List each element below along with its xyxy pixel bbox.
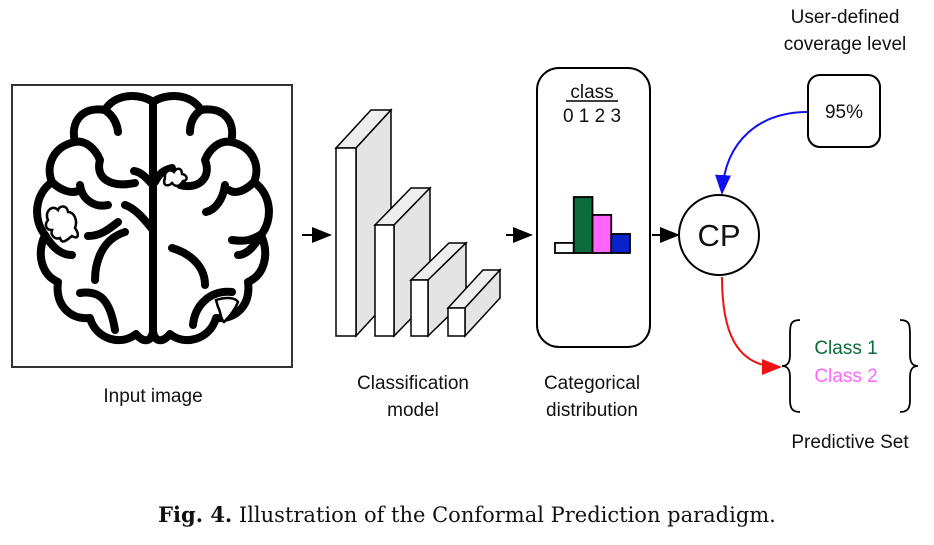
brain-icon: [33, 92, 273, 345]
caption-text: Illustration of the Conformal Prediction…: [232, 503, 776, 527]
distribution-bars: [554, 196, 631, 254]
class-header: class: [570, 82, 613, 103]
input-image: [11, 84, 293, 368]
predictive-set-item-class-2: Class 2: [814, 366, 877, 387]
cp-node: [678, 194, 760, 276]
arrow-coverage-to-cp: [715, 111, 809, 195]
coverage-label-line1: User-defined: [791, 7, 900, 28]
coverage-label-line2: coverage level: [784, 34, 907, 55]
classification-model-layers: [334, 108, 502, 338]
distribution-label-line2: distribution: [546, 400, 638, 421]
cp-label: CP: [697, 218, 740, 253]
coverage-value: 95%: [825, 102, 863, 123]
right-brace: [899, 319, 919, 413]
distribution-label-line1: Categorical: [544, 373, 640, 394]
predictive-set-label: Predictive Set: [791, 432, 909, 453]
figure-caption: Fig. 4. Illustration of the Conformal Pr…: [158, 502, 776, 527]
model-label-line2: model: [387, 400, 439, 421]
arrow-cp-to-predictive-set: [721, 276, 782, 375]
distribution-bar-class-3: [610, 233, 631, 254]
distribution-bar-class-2: [591, 214, 613, 254]
layer-block-4: [446, 268, 502, 338]
layer-block-3: [409, 241, 468, 338]
input-image-label: Input image: [103, 386, 202, 407]
lesion-marks: [44, 167, 240, 324]
left-brace: [781, 319, 801, 413]
distribution-bar-class-0: [554, 242, 575, 254]
caption-prefix: Fig. 4.: [158, 502, 232, 527]
distribution-box: [536, 67, 651, 348]
predictive-set-item-class-1: Class 1: [814, 338, 877, 359]
model-label-line1: Classification: [357, 373, 469, 394]
class-ticks: 0 1 2 3: [563, 106, 621, 127]
distribution-bar-class-1: [572, 196, 594, 254]
